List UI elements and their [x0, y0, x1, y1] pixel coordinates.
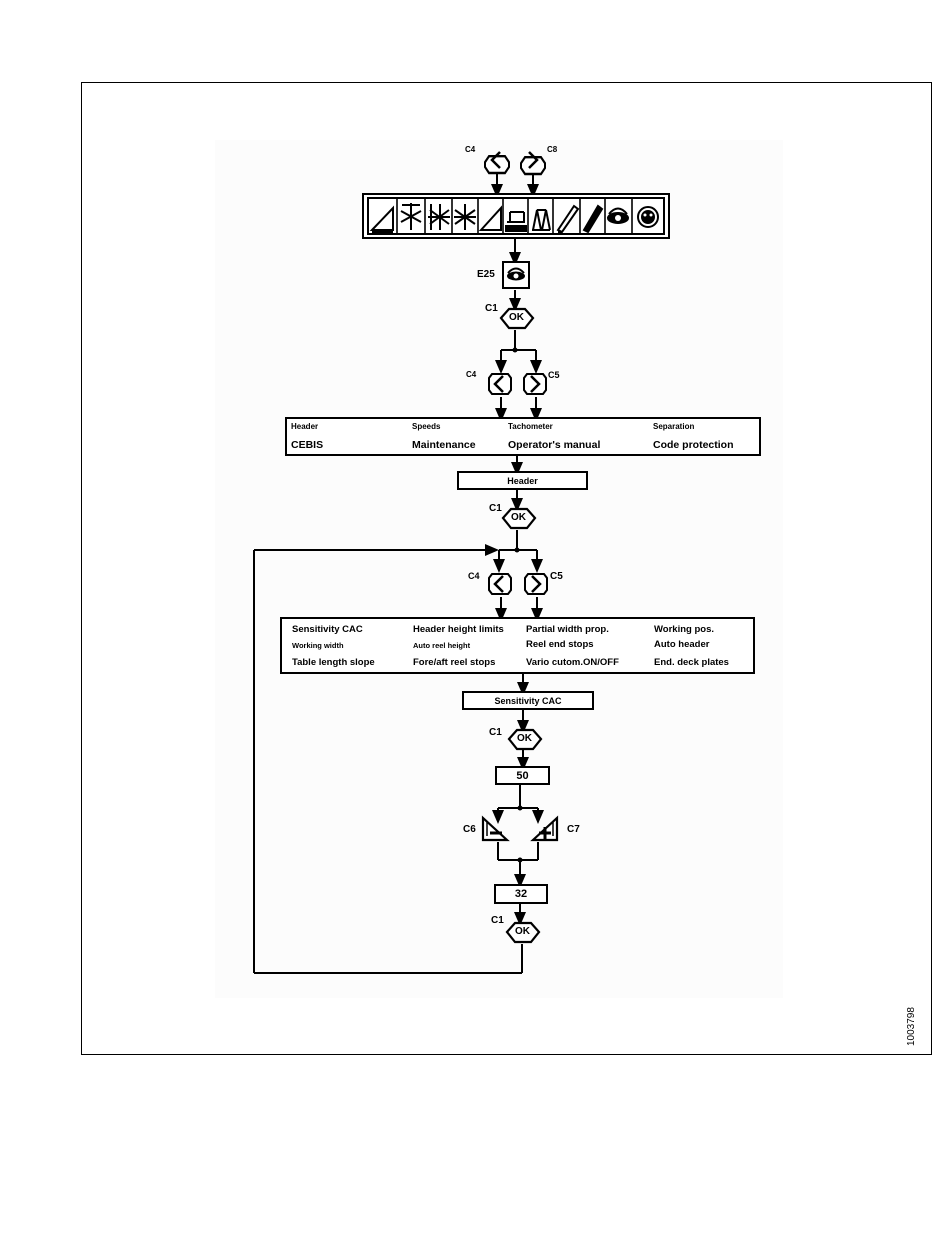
label-c8-top: C8: [547, 145, 558, 154]
c1-ok-button-a[interactable]: [499, 307, 535, 330]
e25-eye-button[interactable]: [502, 261, 530, 289]
chevron-right-icon: [530, 375, 541, 393]
label-c1-a: C1: [485, 303, 498, 314]
label-c1-b: C1: [489, 503, 502, 514]
label-c1-c: C1: [489, 727, 502, 738]
ok-label-a: OK: [509, 312, 524, 323]
header-menu-item-table-length-slope[interactable]: Table length slope: [292, 657, 375, 668]
label-c5-mid: C5: [548, 370, 560, 380]
header-menu: Sensitivity CAC Header height limits Par…: [280, 617, 755, 674]
c6-minus-button[interactable]: [481, 815, 510, 842]
figure-id: 1003798: [906, 1007, 917, 1046]
header-menu-item-header-height-limits[interactable]: Header height limits: [413, 624, 504, 635]
ok-label-b: OK: [511, 512, 526, 523]
face-icon[interactable]: [637, 206, 659, 228]
value-before-box: 50: [495, 766, 550, 785]
c1-ok-button-d[interactable]: [505, 921, 541, 944]
header-slope-icon[interactable]: [369, 205, 394, 233]
ok-label-d: OK: [515, 926, 530, 937]
header-menu-item-end-deck-plates[interactable]: End. deck plates: [654, 657, 729, 668]
header-menu-item-auto-reel-height[interactable]: Auto reel height: [413, 641, 471, 650]
c1-ok-button-c[interactable]: [507, 728, 543, 751]
label-c1-d: C1: [491, 915, 504, 926]
main-menu-item-maintenance[interactable]: Maintenance: [412, 439, 476, 451]
label-c5-low: C5: [550, 571, 563, 582]
double-star-icon[interactable]: [454, 204, 476, 230]
label-c4-low: C4: [468, 571, 480, 581]
c5-right-button-low[interactable]: [524, 573, 548, 595]
c5-right-button-mid[interactable]: [523, 373, 547, 395]
pencil-icon[interactable]: [556, 204, 580, 234]
chevron-left-icon: [490, 151, 501, 169]
label-c4-mid: C4: [466, 370, 477, 379]
label-e25: E25: [477, 269, 495, 280]
slope-icon[interactable]: [478, 205, 502, 231]
chevron-right-icon: [531, 575, 542, 593]
ok-label-c: OK: [517, 733, 532, 744]
header-menu-item-working-width[interactable]: Working width: [292, 641, 344, 650]
header-menu-item-auto-header[interactable]: Auto header: [654, 639, 710, 650]
main-menu-item-cebis[interactable]: CEBIS: [291, 439, 324, 451]
main-menu-item-tachometer[interactable]: Tachometer: [508, 422, 553, 431]
value-after-box: 32: [494, 884, 548, 904]
eye-icon[interactable]: [607, 207, 629, 224]
header-menu-item-working-pos[interactable]: Working pos.: [654, 624, 714, 635]
c4-left-button-low[interactable]: [488, 573, 512, 595]
selected-sensitivity-box: Sensitivity CAC: [462, 691, 594, 710]
main-menu: Header Speeds Tachometer Separation CEBI…: [285, 417, 761, 456]
main-menu-item-header[interactable]: Header: [291, 422, 319, 431]
main-menu-item-code-protection[interactable]: Code protection: [653, 439, 734, 451]
c1-ok-button-b[interactable]: [501, 507, 537, 530]
chevron-left-icon: [493, 375, 504, 393]
label-c6: C6: [463, 824, 476, 835]
chevron-right-icon: [528, 151, 539, 169]
c4-left-button[interactable]: [484, 151, 510, 175]
c4-left-button-mid[interactable]: [488, 373, 512, 395]
main-menu-item-operators-manual[interactable]: Operator's manual: [508, 439, 601, 451]
pencil-filled-icon[interactable]: [582, 204, 604, 234]
main-menu-item-separation[interactable]: Separation: [653, 422, 695, 431]
weights-icon[interactable]: [532, 209, 551, 231]
icon-bar: [362, 193, 670, 239]
header-menu-item-vario-cutom[interactable]: Vario cutom.ON/OFF: [526, 657, 619, 668]
header-menu-item-partial-width-prop[interactable]: Partial width prop.: [526, 624, 609, 635]
c8-right-button[interactable]: [520, 151, 546, 176]
reel-icon[interactable]: [400, 203, 422, 230]
header-menu-item-reel-end-stops[interactable]: Reel end stops: [526, 639, 594, 650]
double-reel-icon[interactable]: [428, 204, 450, 230]
selected-header-box: Header: [457, 471, 588, 490]
header-menu-item-sensitivity-cac[interactable]: Sensitivity CAC: [292, 624, 363, 635]
eye-icon: [507, 267, 525, 281]
c7-plus-button[interactable]: [530, 815, 559, 842]
label-c4-top: C4: [465, 145, 476, 154]
plus-icon: [539, 827, 551, 839]
main-menu-item-speeds[interactable]: Speeds: [412, 422, 441, 431]
chevron-left-icon: [493, 575, 504, 593]
table-icon[interactable]: [505, 211, 527, 232]
label-c7: C7: [567, 824, 580, 835]
header-menu-item-fore-aft-reel-stops[interactable]: Fore/aft reel stops: [413, 657, 496, 668]
figure-frame: [81, 82, 932, 1055]
